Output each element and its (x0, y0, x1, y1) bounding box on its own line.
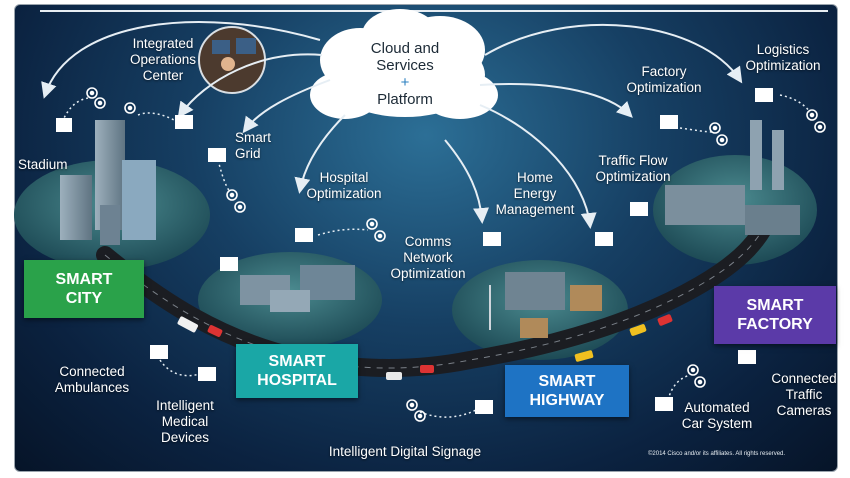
cloud-line-1: Cloud and (370, 40, 440, 57)
car-vehicle (574, 350, 594, 362)
home-buildings (489, 272, 602, 338)
cloud-title: Cloud and Services + Platform (355, 40, 455, 108)
map-pin-markers (56, 88, 773, 414)
smart-factory-tag: SMART FACTORY (714, 286, 836, 344)
connection-arrows (41, 21, 743, 229)
smart-grid-label: Smart Grid (235, 130, 272, 161)
city-buildings (60, 120, 156, 245)
medical-devices-label: Intelligent Medical Devices (156, 398, 214, 445)
smart-city-tag: SMART CITY (24, 260, 144, 318)
top-rule (40, 10, 828, 12)
logistics-optimization-label: Logistics Optimization (745, 42, 821, 73)
automated-car-system-label: Automated Car System (681, 400, 753, 431)
car-vehicle (629, 324, 647, 336)
factory-optimization-label: Factory Optimization (626, 64, 702, 95)
smart-highway-tag: SMART HIGHWAY (505, 365, 629, 417)
cloud-line-2: Services (376, 57, 434, 74)
comms-network-label: Comms Network Optimization (390, 234, 466, 281)
hospital-buildings (240, 265, 355, 312)
car-vehicle (386, 372, 402, 380)
cloud-line-3: Platform (377, 91, 433, 108)
connected-ambulances-label: Connected Ambulances (54, 364, 130, 395)
traffic-cameras-label: Connected Traffic Cameras (771, 371, 837, 418)
traffic-flow-label: Traffic Flow Optimization (595, 153, 671, 184)
ambulance-vehicle (177, 316, 199, 333)
factory-buildings (665, 120, 800, 235)
digital-signage-label: Intelligent Digital Signage (328, 444, 482, 459)
car-vehicle (207, 325, 223, 337)
home-energy-label: Home Energy Management (495, 170, 575, 217)
cloud-shape (310, 9, 498, 119)
car-vehicle (657, 314, 673, 326)
hospital-optimization-label: Hospital Optimization (306, 170, 382, 201)
copyright-text: ©2014 Cisco and/or its affiliates. All r… (648, 451, 786, 457)
smart-hospital-tag: SMART HOSPITAL (236, 344, 358, 398)
stadium-label: Stadium (18, 157, 68, 172)
car-vehicle (420, 365, 434, 373)
cloud-plus: + (400, 74, 410, 91)
operations-center-label: Integrated Operations Center (129, 36, 197, 83)
sensor-icons (86, 87, 826, 422)
